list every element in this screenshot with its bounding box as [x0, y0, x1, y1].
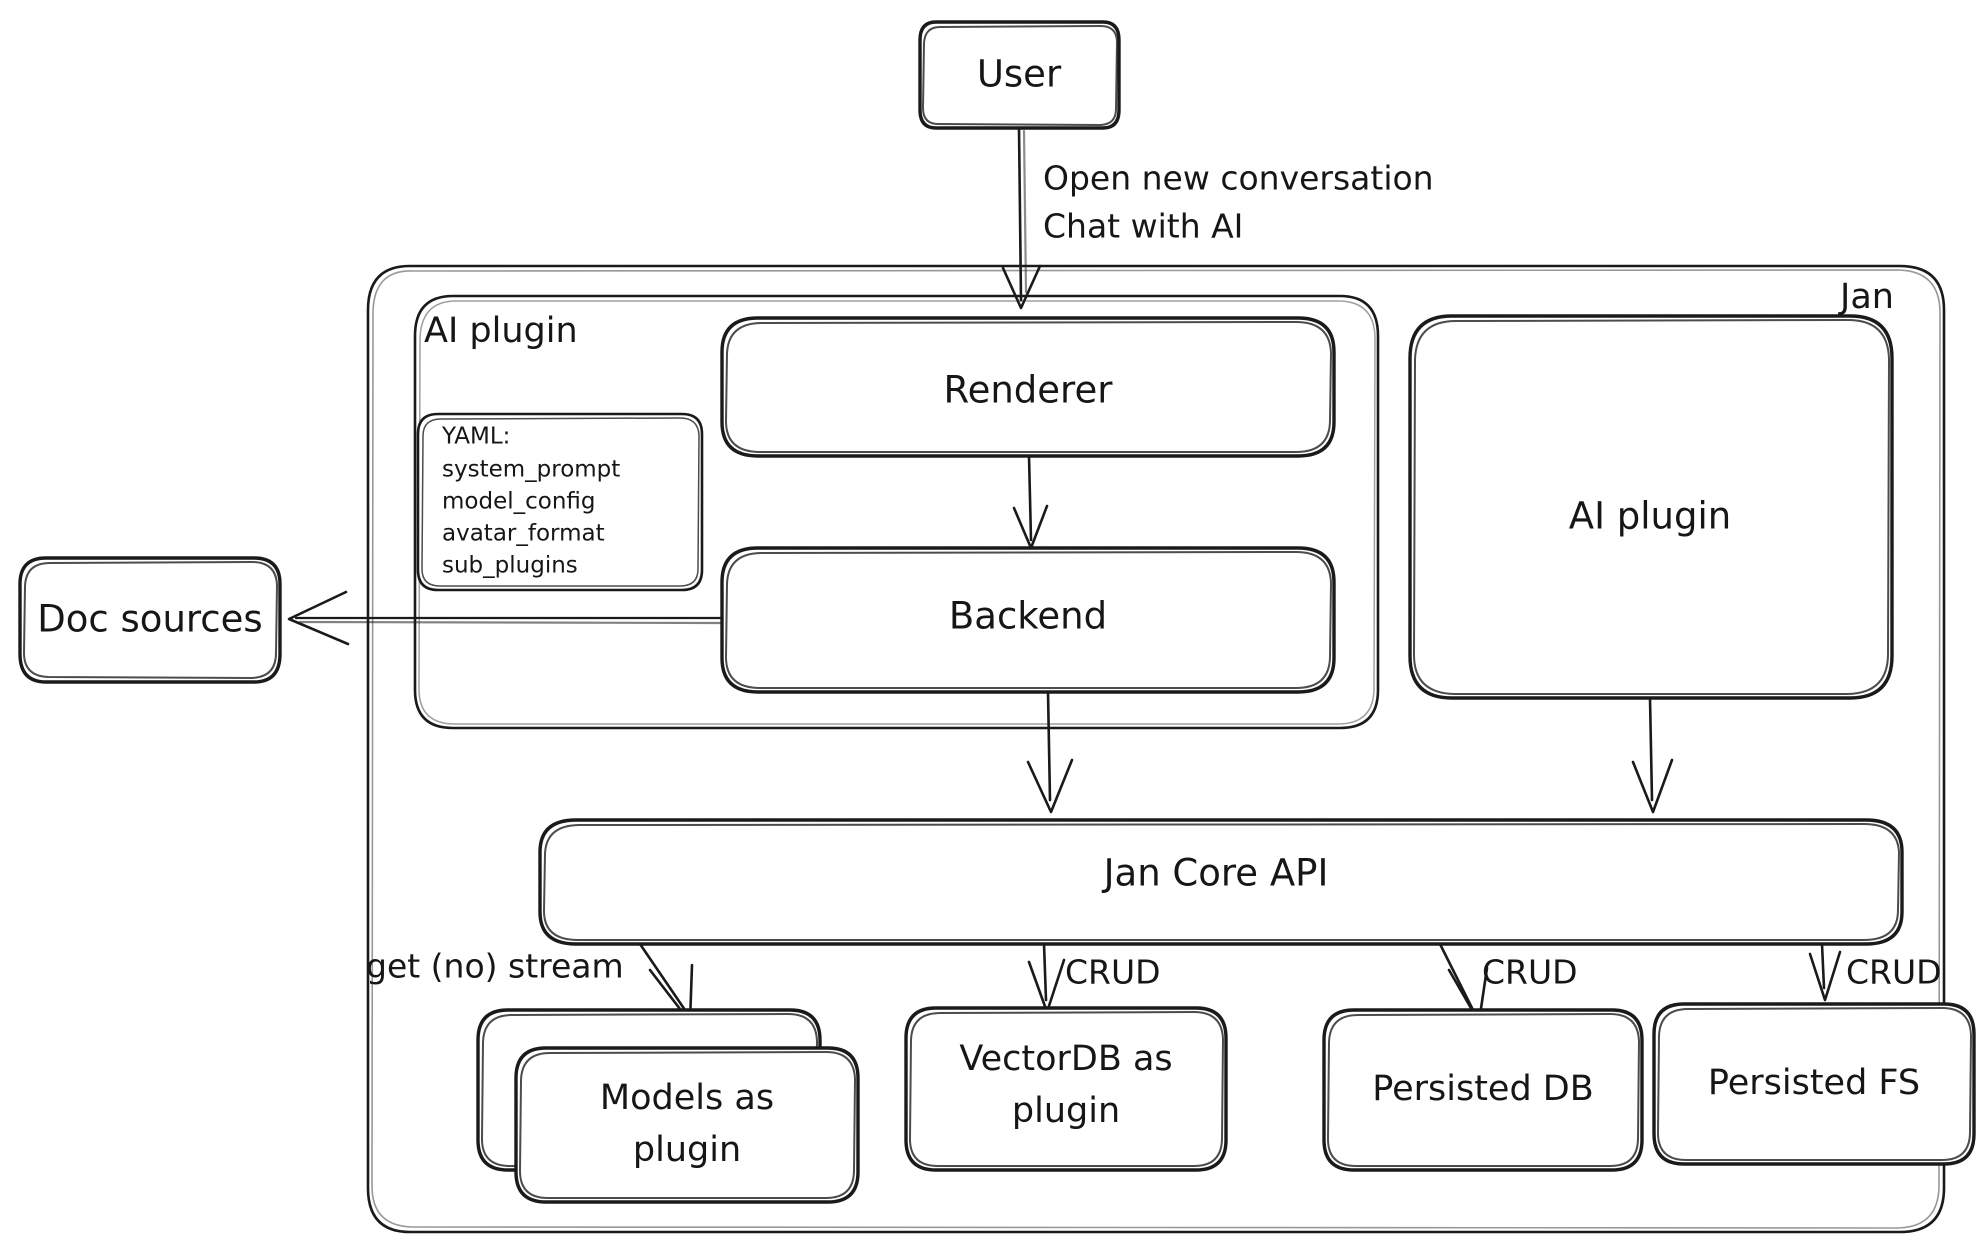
- node-persisted-fs[interactable]: Persisted FS: [1652, 1002, 1976, 1166]
- node-backend[interactable]: Backend: [720, 546, 1336, 694]
- yaml-note-item-2: avatar_format: [442, 521, 605, 547]
- node-models-plugin[interactable]: Models as plugin: [476, 1008, 860, 1204]
- node-user[interactable]: User: [918, 20, 1121, 130]
- container-jan: Jan: [366, 264, 1946, 1234]
- node-persisted-db[interactable]: Persisted DB: [1322, 1008, 1644, 1172]
- yaml-note-heading: YAML:: [441, 424, 510, 450]
- node-models-plugin-label-line1: Models as: [600, 1078, 774, 1118]
- node-jan-core-api[interactable]: Jan Core API: [538, 818, 1904, 946]
- edge-core-api-to-models: get (no) stream: [366, 942, 694, 1024]
- node-persisted-fs-label: Persisted FS: [1708, 1063, 1920, 1103]
- node-persisted-db-label: Persisted DB: [1372, 1069, 1594, 1109]
- edge-label-user-to-renderer-line2: Chat with AI: [1043, 207, 1243, 246]
- edge-label-core-to-persisted-db: CRUD: [1482, 953, 1578, 992]
- edge-core-api-to-persisted-fs: CRUD: [1808, 942, 1942, 1002]
- yaml-note-item-0: system_prompt: [442, 457, 620, 483]
- node-ai-plugin[interactable]: AI plugin: [1408, 314, 1894, 700]
- node-backend-label: Backend: [949, 595, 1107, 638]
- node-jan-core-api-label: Jan Core API: [1102, 852, 1329, 895]
- node-vectordb-plugin-label-line2: plugin: [1012, 1091, 1120, 1131]
- edge-label-core-to-models: get (no) stream: [366, 947, 624, 986]
- node-yaml-note: YAML: system_prompt model_config avatar_…: [416, 412, 704, 592]
- container-ai-plugin-group: AI plugin: [413, 294, 1380, 730]
- node-ai-plugin-label: AI plugin: [1569, 495, 1731, 538]
- edge-core-api-to-vectordb: CRUD: [1027, 942, 1161, 1014]
- container-jan-label: Jan: [1838, 277, 1894, 317]
- edge-label-core-to-vectordb: CRUD: [1065, 953, 1161, 992]
- edge-backend-to-doc-sources: [287, 590, 724, 646]
- node-renderer[interactable]: Renderer: [720, 316, 1336, 458]
- node-vectordb-plugin[interactable]: VectorDB as plugin: [904, 1006, 1228, 1172]
- container-ai-plugin-group-label: AI plugin: [424, 311, 578, 351]
- yaml-note-item-3: sub_plugins: [442, 553, 578, 579]
- node-vectordb-plugin-label-line1: VectorDB as: [959, 1039, 1172, 1079]
- edge-renderer-to-backend: [1012, 454, 1049, 550]
- edge-backend-to-core-api: [1026, 690, 1074, 814]
- yaml-note-item-1: model_config: [442, 489, 596, 515]
- node-user-label: User: [977, 53, 1062, 96]
- edge-user-to-renderer: Open new conversation Chat with AI: [1001, 126, 1434, 310]
- node-doc-sources-label: Doc sources: [37, 598, 262, 641]
- edge-ai-plugin-to-core-api: [1631, 696, 1674, 814]
- node-doc-sources[interactable]: Doc sources: [18, 556, 282, 684]
- node-models-plugin-label-line2: plugin: [633, 1130, 741, 1170]
- edge-label-core-to-persisted-fs: CRUD: [1846, 953, 1942, 992]
- node-renderer-label: Renderer: [944, 369, 1114, 412]
- edge-label-user-to-renderer-line1: Open new conversation: [1043, 159, 1434, 198]
